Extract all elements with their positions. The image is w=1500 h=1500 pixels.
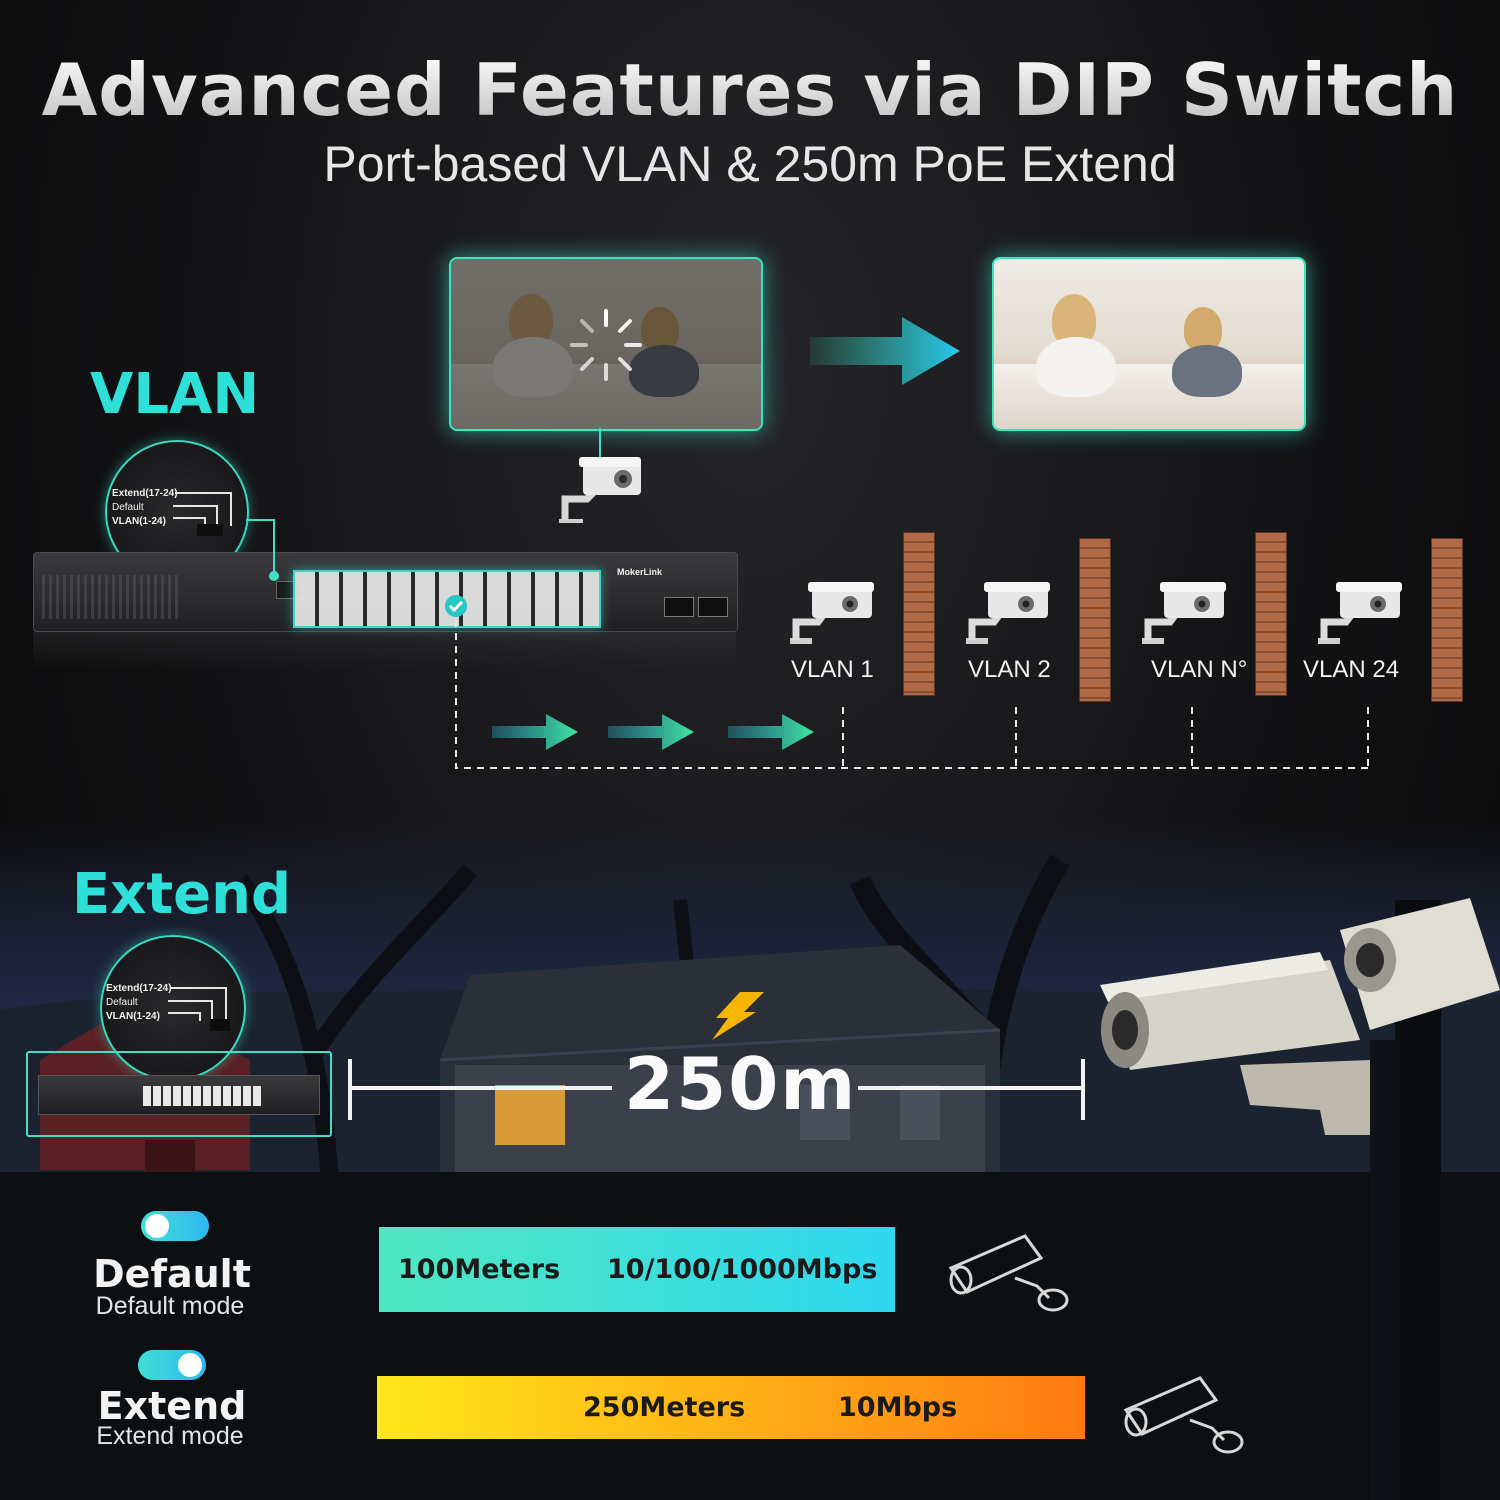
arrow-right-icon — [492, 714, 578, 750]
dip-label-vlan: VLAN(1-24) — [112, 516, 166, 527]
page-subtitle: Port-based VLAN & 250m PoE Extend — [323, 136, 1177, 192]
camera-icon — [559, 457, 641, 523]
bullet-camera-icon — [948, 1234, 1069, 1312]
vlan-label: VLAN 2 — [968, 656, 1051, 683]
brick-wall-icon — [1079, 538, 1111, 702]
brick-wall-icon — [1255, 532, 1287, 696]
vlan-section-label: VLAN — [90, 362, 260, 427]
checkmark-icon — [445, 595, 467, 617]
arrow-right-icon — [810, 317, 960, 385]
mode-toggle[interactable] — [138, 1350, 206, 1380]
toggle-knob — [145, 1214, 169, 1238]
camera-icon — [966, 582, 1050, 644]
dip-label-vlan: VLAN(1-24) — [106, 1011, 160, 1022]
extend-section-label: Extend — [72, 862, 292, 927]
video-frame-clear — [992, 257, 1306, 431]
bullet-camera-icon — [1123, 1376, 1244, 1454]
brick-wall-icon — [1431, 538, 1463, 702]
outdoor-camera-icon — [1100, 898, 1500, 1135]
distance-value: 100Meters — [398, 1254, 561, 1285]
dip-label-extend: Extend(17-24) — [106, 983, 172, 994]
poe-switch: MokerLink — [33, 552, 738, 632]
arrow-right-icon — [608, 714, 694, 750]
distance-label: 250m — [624, 1042, 858, 1126]
distance-value: 250Meters — [583, 1392, 746, 1423]
speed-value: 10/100/1000Mbps — [607, 1254, 878, 1285]
vlan-label: VLAN 24 — [1303, 656, 1400, 683]
camera-icon — [790, 582, 874, 644]
dip-switch-zoom-extend: Extend(17-24) Default VLAN(1-24) — [100, 935, 246, 1081]
mode-subtitle: Extend mode — [96, 1422, 244, 1450]
arrow-right-icon — [728, 714, 814, 750]
video-frame-buffering — [449, 257, 763, 431]
switch-frame-extend — [26, 1051, 332, 1137]
switch-brand: MokerLink — [617, 567, 663, 577]
vlan-label: VLAN 1 — [791, 656, 874, 683]
speed-value: 10Mbps — [838, 1392, 958, 1423]
switch-reflection — [33, 632, 736, 670]
lightning-icon — [712, 992, 764, 1040]
mode-toggle[interactable] — [141, 1211, 209, 1241]
toggle-knob — [178, 1353, 202, 1377]
dip-label-extend: Extend(17-24) — [112, 488, 178, 499]
poe-switch-small — [38, 1075, 320, 1115]
page-title: Advanced Features via DIP Switch — [0, 48, 1500, 132]
mode-title: Default — [93, 1252, 251, 1296]
speed-bar: 250Meters 10Mbps — [377, 1376, 1085, 1439]
mode-title: Extend — [97, 1384, 247, 1428]
camera-icon — [1142, 582, 1226, 644]
mode-subtitle: Default mode — [95, 1292, 245, 1320]
dip-label-default: Default — [112, 502, 144, 513]
speed-bar: 100Meters 10/100/1000Mbps — [379, 1227, 895, 1312]
vlan-label: VLAN N° — [1151, 656, 1248, 683]
dip-label-default: Default — [106, 997, 138, 1008]
camera-icon — [1318, 582, 1402, 644]
loading-spinner-icon — [570, 309, 642, 381]
brick-wall-icon — [903, 532, 935, 696]
